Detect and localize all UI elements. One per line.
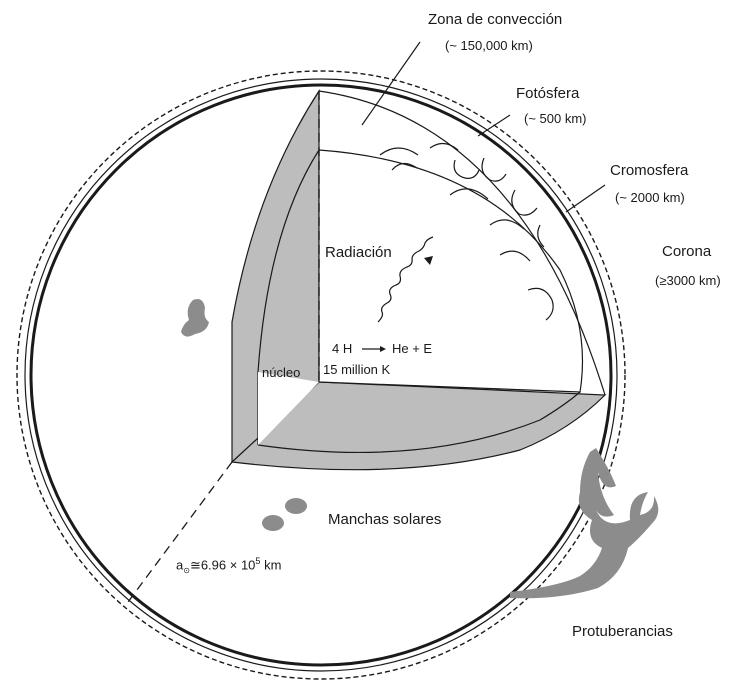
core-label: núcleo [262, 365, 300, 381]
chromosphere-depth: (~ 2000 km) [615, 190, 685, 206]
sunspot-lower-1 [285, 498, 307, 514]
convection-zone-depth: (~ 150,000 km) [445, 38, 533, 54]
reaction-left: 4 H [332, 341, 352, 357]
radius-unit: km [264, 557, 281, 572]
radius-subscript: ⊙ [183, 566, 190, 575]
corona-label: Corona [662, 244, 711, 260]
prominences-label: Protuberancias [572, 624, 673, 640]
sunspots-label: Manchas solares [328, 512, 441, 528]
reaction-right: He + E [392, 341, 432, 357]
photosphere-depth: (~ 500 km) [524, 111, 587, 127]
solar-radius-label: a⊙≅6.96 × 105 km [176, 553, 281, 579]
radius-value: ≅6.96 × 10 [190, 557, 255, 572]
convection-zone-label: Zona de convección [428, 12, 562, 28]
radiation-label: Radiación [325, 245, 392, 261]
core-temperature: 15 million K [323, 362, 390, 378]
chromosphere-label: Cromosfera [610, 163, 688, 179]
radius-exponent: 5 [255, 556, 260, 566]
sunspot-lower-2 [262, 515, 284, 531]
leader-chromosphere [566, 185, 605, 212]
photosphere-label: Fotósfera [516, 86, 579, 102]
corona-depth: (≥3000 km) [655, 273, 721, 289]
